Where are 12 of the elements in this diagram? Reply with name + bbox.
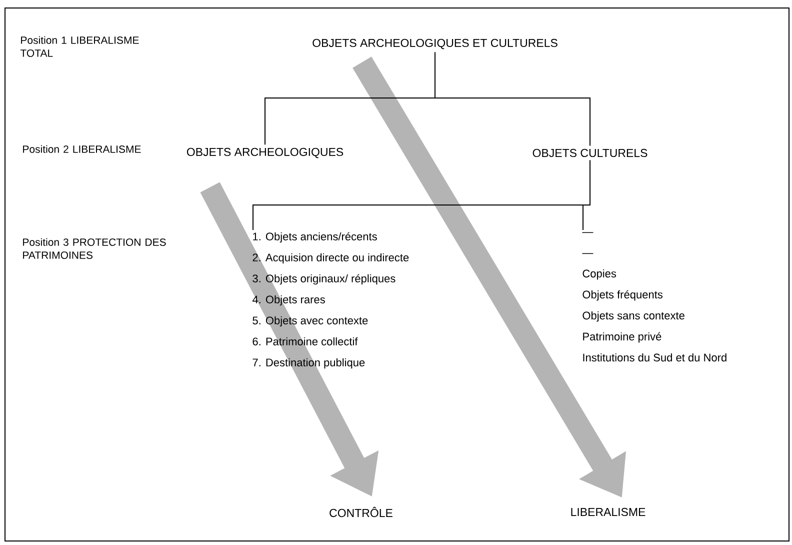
category-label: LIBERALISME	[571, 508, 646, 516]
tree-line	[434, 52, 590, 146]
category-label: OBJETS CULTURELS	[532, 148, 648, 158]
item-list: 1. Objets anciens/récents 2. Acquision directe ou indirecte 3. Objets originaux/ répliques 4. Objets rares 5. Objets avec contexte 6. Patrimoine collectif 7. Destination publique	[252, 232, 409, 369]
category-label: CONTRÔLE	[330, 506, 392, 518]
category-label: OBJETS ARCHEOLOGIQUES ET CULTURELS	[312, 38, 558, 50]
item-list: — — Copies Objets fréquents Objets sans contexte Patrimoine privé Institutions du Sud et du Nord	[582, 232, 726, 362]
position-label: Position 3 PROTECTION DES PATRIMOINES	[23, 238, 166, 259]
position-label: Position 1 LIBERALISME TOTAL	[20, 36, 139, 57]
position-label: Position 2 LIBERALISME	[23, 145, 141, 153]
tree-line	[582, 160, 590, 230]
category-label: OBJETS ARCHEOLOGIQUES	[186, 148, 344, 158]
